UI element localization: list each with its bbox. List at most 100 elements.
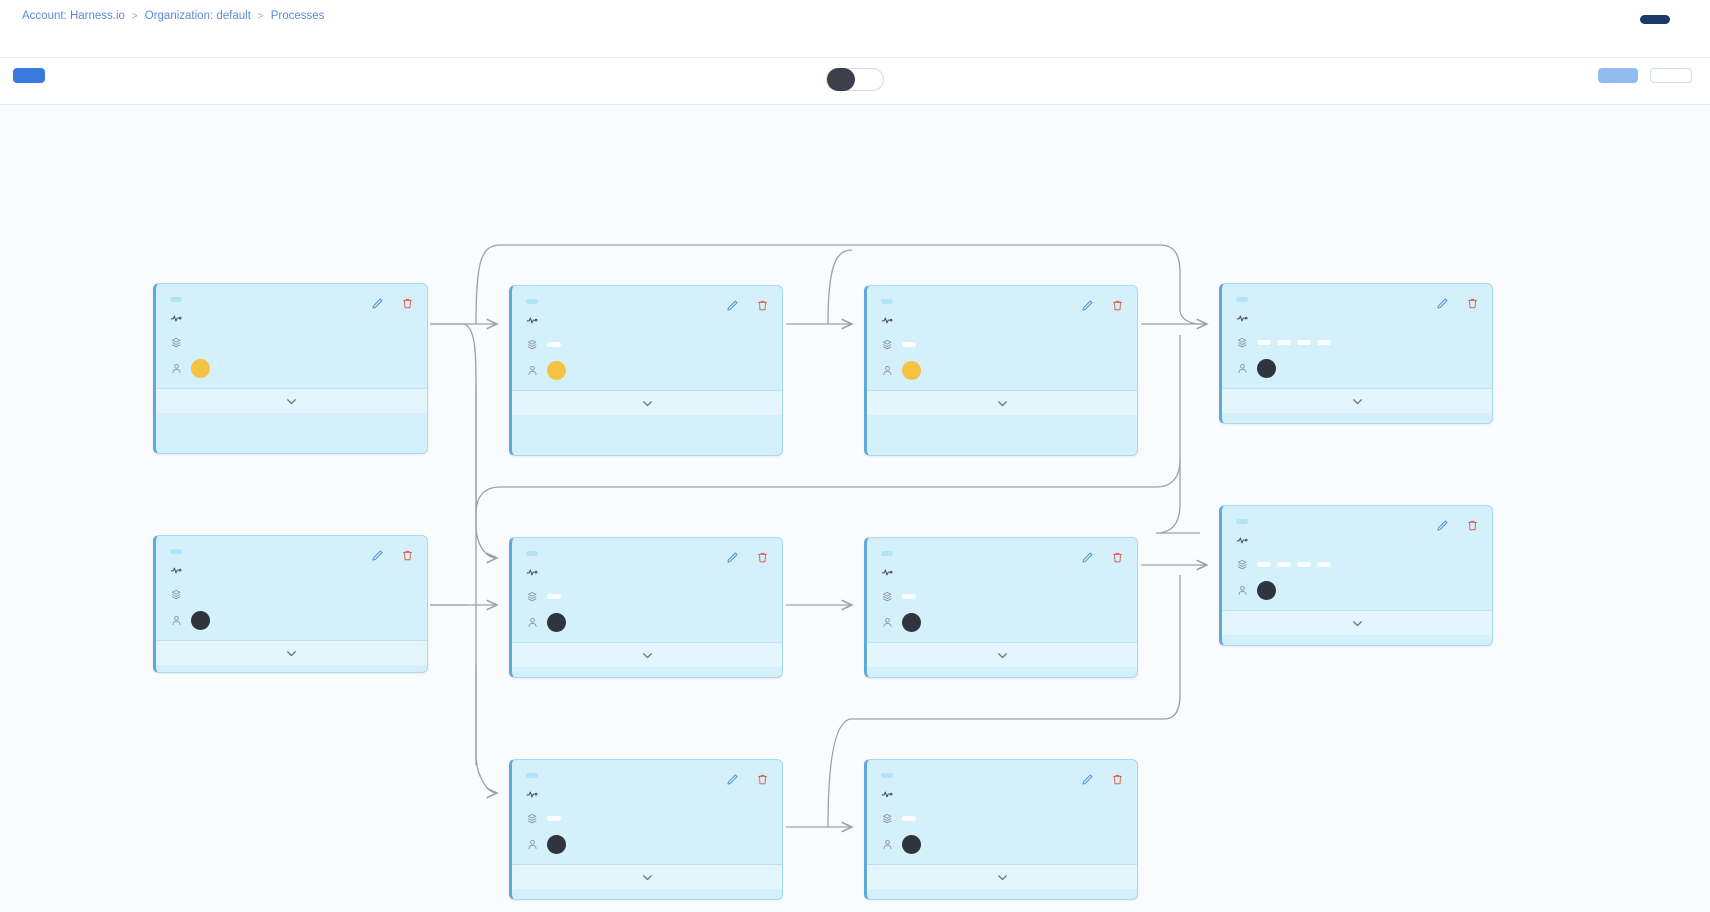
breadcrumb-separator: > [131, 10, 138, 22]
phase-header [881, 551, 1123, 556]
delete-trash-icon[interactable] [1111, 551, 1124, 564]
edit-pencil-icon[interactable] [1436, 297, 1449, 310]
edit-pencil-icon[interactable] [371, 297, 384, 310]
phase-badge [881, 299, 893, 304]
mode-visual[interactable] [827, 68, 855, 91]
phase-node-2.2[interactable] [509, 759, 783, 900]
phase-node-1.1[interactable] [153, 535, 428, 673]
phase-node-2.0[interactable] [509, 285, 783, 456]
avatar[interactable] [191, 611, 210, 630]
avatar[interactable] [191, 359, 210, 378]
tab-canvas[interactable] [1640, 15, 1670, 24]
avatar[interactable] [1257, 359, 1276, 378]
edit-pencil-icon[interactable] [371, 549, 384, 562]
edit-pencil-icon[interactable] [1081, 299, 1094, 312]
breadcrumb-item-2[interactable]: Processes [270, 10, 325, 22]
activity-pulse-icon [526, 788, 539, 801]
dependency-chip[interactable] [547, 342, 561, 347]
expand-collapse-footer[interactable] [867, 864, 1137, 889]
dependency-chip[interactable] [1297, 340, 1311, 345]
avatar[interactable] [547, 835, 566, 854]
dependency-chips [547, 816, 561, 821]
expand-collapse-footer[interactable] [512, 642, 782, 667]
chevron-down-icon [995, 648, 1010, 663]
dependencies-row [170, 587, 413, 602]
dependency-chip[interactable] [1277, 562, 1291, 567]
process-canvas[interactable] [0, 105, 1710, 912]
new-phase-button[interactable] [13, 68, 45, 83]
avatar[interactable] [547, 361, 566, 380]
delete-trash-icon[interactable] [401, 297, 414, 310]
phase-node-2.1[interactable] [509, 537, 783, 678]
person-icon [881, 616, 894, 629]
delete-trash-icon[interactable] [756, 299, 769, 312]
phase-node-4.0[interactable] [1219, 283, 1493, 424]
dependency-chip[interactable] [1317, 340, 1331, 345]
dependency-chip[interactable] [1257, 340, 1271, 345]
expand-collapse-footer[interactable] [156, 640, 427, 665]
edit-pencil-icon[interactable] [1436, 519, 1449, 532]
activity-pulse-icon [1236, 534, 1249, 547]
delete-trash-icon[interactable] [401, 549, 414, 562]
avatar[interactable] [902, 613, 921, 632]
person-icon [170, 614, 183, 627]
avatar[interactable] [547, 613, 566, 632]
chevron-down-icon [284, 394, 299, 409]
view-mode-toggle[interactable] [826, 68, 884, 91]
header-tabs [1640, 15, 1688, 24]
edit-pencil-icon[interactable] [726, 551, 739, 564]
delete-trash-icon[interactable] [1466, 519, 1479, 532]
dependency-chip[interactable] [902, 594, 916, 599]
phase-node-3.0[interactable] [864, 285, 1138, 456]
dependency-chip[interactable] [547, 594, 561, 599]
avatar[interactable] [902, 835, 921, 854]
dependency-chip[interactable] [1317, 562, 1331, 567]
delete-trash-icon[interactable] [756, 551, 769, 564]
dependency-chip[interactable] [547, 816, 561, 821]
discard-button[interactable] [1650, 68, 1692, 83]
phase-header [170, 297, 413, 302]
phase-actions [1081, 551, 1124, 564]
activities-row [170, 563, 413, 578]
chevron-down-icon [640, 648, 655, 663]
dependency-chip[interactable] [1257, 562, 1271, 567]
mode-yaml[interactable] [855, 68, 883, 91]
breadcrumb: Account: Harness.io > Organization: defaul… [22, 8, 1688, 24]
person-icon [526, 838, 539, 851]
expand-collapse-footer[interactable] [1222, 388, 1492, 413]
phase-badge [881, 773, 893, 778]
activity-pulse-icon [526, 314, 539, 327]
delete-trash-icon[interactable] [1111, 773, 1124, 786]
expand-collapse-footer[interactable] [156, 388, 427, 413]
expand-collapse-footer[interactable] [867, 642, 1137, 667]
phase-node-1.0[interactable] [153, 283, 428, 454]
edit-pencil-icon[interactable] [726, 299, 739, 312]
delete-trash-icon[interactable] [1111, 299, 1124, 312]
avatar[interactable] [1257, 581, 1276, 600]
activities-row [881, 313, 1123, 328]
breadcrumb-item-1[interactable]: Organization: default [144, 10, 251, 22]
dependency-chip[interactable] [902, 342, 916, 347]
chevron-down-icon [640, 396, 655, 411]
save-button[interactable] [1598, 68, 1638, 83]
phase-node-3.2[interactable] [864, 759, 1138, 900]
phase-body [867, 760, 1137, 864]
delete-trash-icon[interactable] [756, 773, 769, 786]
edit-pencil-icon[interactable] [726, 773, 739, 786]
expand-collapse-footer[interactable] [512, 864, 782, 889]
avatar[interactable] [902, 361, 921, 380]
dependency-chip[interactable] [1277, 340, 1291, 345]
expand-collapse-footer[interactable] [512, 390, 782, 415]
edit-pencil-icon[interactable] [1081, 551, 1094, 564]
delete-trash-icon[interactable] [1466, 297, 1479, 310]
dependency-chip[interactable] [902, 816, 916, 821]
phase-node-4.1[interactable] [1219, 505, 1493, 646]
breadcrumb-separator: > [257, 10, 264, 22]
dependency-chip[interactable] [1297, 562, 1311, 567]
expand-collapse-footer[interactable] [867, 390, 1137, 415]
edit-pencil-icon[interactable] [1081, 773, 1094, 786]
breadcrumb-item-0[interactable]: Account: Harness.io [22, 10, 125, 22]
phase-node-3.1[interactable] [864, 537, 1138, 678]
expand-collapse-footer[interactable] [1222, 610, 1492, 635]
activity-pulse-icon [526, 566, 539, 579]
